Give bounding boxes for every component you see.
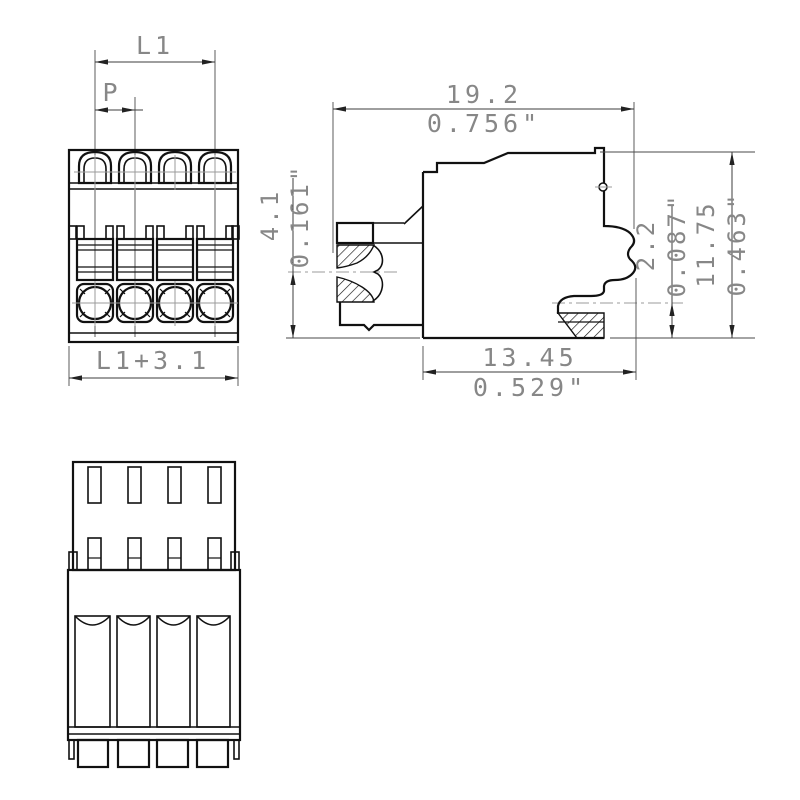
dimension-pin-offset: 2.2 0.087" <box>632 193 691 338</box>
dim-width-mm: 19.2 <box>446 80 522 109</box>
dimension-l1-plus: L1+3.1 <box>68 346 239 386</box>
dimension-height: 11.75 0.463" <box>692 152 751 338</box>
dim-total-width-label: L1+3.1 <box>96 346 210 375</box>
dimension-l1: L1 <box>95 31 215 65</box>
side-view: 19.2 0.756" 4.1 0.161" 2.2 0.087" <box>256 80 755 402</box>
pin-section <box>556 312 605 339</box>
pole <box>152 150 198 326</box>
dim-p-label: P <box>102 78 121 107</box>
front-view-poles <box>72 150 238 326</box>
pole <box>112 150 158 326</box>
dimension-p: P <box>95 78 143 113</box>
dim-pin-mm: 2.2 <box>632 219 660 271</box>
wire-entry-funnel <box>335 221 423 332</box>
dim-l1-label: L1 <box>136 31 174 60</box>
bottom-view-tabs <box>68 738 240 769</box>
dim-depth-in: 0.529" <box>473 373 587 402</box>
bottom-view-upper-block <box>68 460 240 572</box>
dimension-width: 19.2 0.756" <box>332 80 635 253</box>
bottom-view-body <box>66 568 242 742</box>
dim-height-in: 0.463" <box>723 192 751 297</box>
dimension-depth: 13.45 0.529" <box>422 278 637 402</box>
dimension-entry-height: 4.1 0.161" <box>256 164 420 339</box>
front-view: L1 P L1+3.1 <box>67 31 240 386</box>
side-view-body <box>335 146 637 340</box>
dim-entry-in: 0.161" <box>286 164 314 269</box>
dim-pin-in: 0.087" <box>663 193 691 298</box>
dim-entry-mm: 4.1 <box>256 189 284 241</box>
pole <box>72 150 118 326</box>
bottom-view <box>66 460 242 769</box>
dim-depth-mm: 13.45 <box>482 343 577 372</box>
dim-height-mm: 11.75 <box>692 200 720 287</box>
dim-width-in: 0.756" <box>427 109 541 138</box>
pole <box>192 150 238 326</box>
